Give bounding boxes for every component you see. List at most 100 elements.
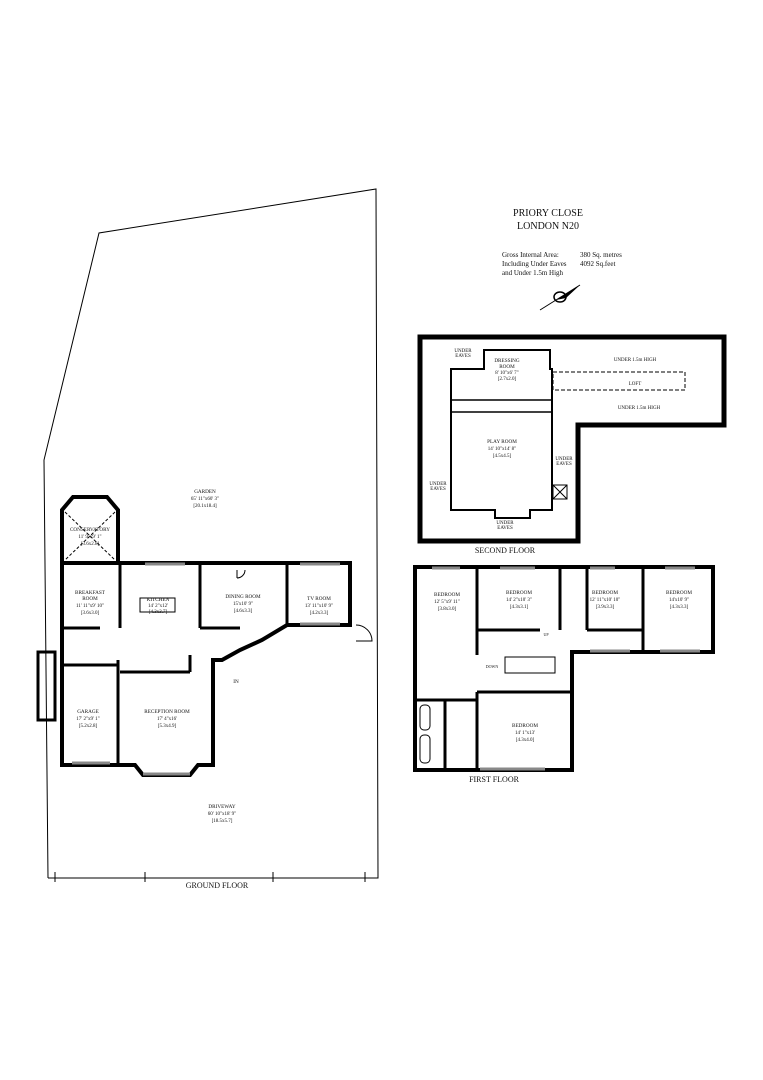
area-label-3: and Under 1.5m High — [502, 269, 564, 277]
property-location: LONDON N20 — [517, 221, 579, 232]
stairs-down-label: DOWN — [486, 664, 499, 669]
second-floor-inner-walls — [450, 349, 553, 519]
svg-text:BEDROOM: BEDROOM — [434, 592, 460, 598]
title-block: PRIORY CLOSE LONDON N20 Gross Internal A… — [502, 208, 622, 311]
first-floor-walls — [413, 565, 715, 772]
svg-text:DRESSING: DRESSING — [494, 358, 520, 364]
kitchen-island — [139, 597, 176, 613]
room-play: PLAY ROOM 14' 10"x14' 8" [4.5x4.5] — [487, 439, 517, 459]
svg-text:11' 9"x9' 1": 11' 9"x9' 1" — [78, 535, 101, 540]
svg-text:EAVES: EAVES — [556, 462, 572, 467]
svg-text:14' 1"x13': 14' 1"x13' — [515, 731, 535, 736]
room-garage: GARAGE 17' 2"x9' 1" [5.2x2.8] — [76, 709, 99, 729]
svg-text:14' 2"x10' 3": 14' 2"x10' 3" — [506, 598, 532, 603]
ground-floor-label: GROUND FLOOR — [186, 881, 249, 890]
svg-text:[4.3x3.3]: [4.3x3.3] — [670, 605, 689, 610]
svg-text:UNDER: UNDER — [496, 521, 514, 526]
svg-text:DRIVEWAY: DRIVEWAY — [208, 804, 235, 810]
svg-text:[5.2x2.8]: [5.2x2.8] — [79, 724, 98, 729]
under-eaves-label-3: UNDER EAVES — [555, 457, 573, 467]
svg-text:[4.6x3.3]: [4.6x3.3] — [234, 609, 253, 614]
internal-walls — [415, 567, 645, 770]
svg-text:UNDER: UNDER — [454, 349, 472, 354]
svg-text:GARAGE: GARAGE — [77, 709, 99, 715]
under-eaves-label-4: UNDER EAVES — [496, 521, 514, 531]
under-high-label-1: UNDER 1.5m HIGH — [614, 358, 657, 363]
conservatory-walls — [60, 495, 120, 563]
svg-text:[2.7x2.0]: [2.7x2.0] — [498, 377, 517, 382]
room-breakfast: BREAKFAST ROOM 11' 11"x9' 10" [3.6x3.0] — [75, 590, 106, 616]
svg-text:17' 2"x9' 1": 17' 2"x9' 1" — [76, 717, 99, 722]
svg-text:BREAKFAST: BREAKFAST — [75, 590, 106, 596]
svg-text:[4.5x4.5]: [4.5x4.5] — [493, 454, 512, 459]
internal-walls — [62, 563, 289, 765]
room-bedroom-1: BEDROOM 12' 5"x9' 11" [3.8x3.0] — [434, 592, 460, 612]
svg-text:PLAY ROOM: PLAY ROOM — [487, 439, 517, 445]
first-floor-label: FIRST FLOOR — [469, 775, 520, 784]
svg-text:BEDROOM: BEDROOM — [506, 590, 532, 596]
entrance-label: IN — [233, 679, 239, 685]
main-house-walls — [60, 561, 352, 777]
svg-text:[3.6x2.8]: [3.6x2.8] — [81, 542, 100, 547]
room-dining: DINING ROOM 15'x10' 9" [4.6x3.3] — [225, 594, 261, 614]
svg-text:14' 2"x12': 14' 2"x12' — [148, 604, 168, 609]
svg-text:[5.3x4.9]: [5.3x4.9] — [158, 724, 177, 729]
room-reception: RECEPTION ROOM 17' 4"x16' [5.3x4.9] — [144, 709, 190, 729]
under-eaves-label-1: UNDER EAVES — [454, 349, 472, 359]
svg-text:EAVES: EAVES — [497, 526, 513, 531]
svg-text:[3.9x3.3]: [3.9x3.3] — [596, 605, 615, 610]
svg-text:EAVES: EAVES — [430, 487, 446, 492]
svg-text:11' 11"x9' 10": 11' 11"x9' 10" — [76, 604, 104, 609]
room-tv: TV ROOM 13' 11"x10' 9" [4.2x3.3] — [305, 596, 333, 616]
svg-text:TV ROOM: TV ROOM — [307, 596, 331, 602]
svg-text:[4.2x3.3]: [4.2x3.3] — [310, 611, 329, 616]
svg-text:[3.6x3.0]: [3.6x3.0] — [81, 611, 100, 616]
second-floor-label: SECOND FLOOR — [475, 546, 536, 555]
room-conservatory: CONSERVATORY 11' 9"x9' 1" [3.6x2.8] — [70, 527, 110, 547]
bath-icon-2 — [419, 734, 431, 764]
svg-text:14' 10"x14' 8": 14' 10"x14' 8" — [488, 447, 516, 452]
svg-text:[4.3x4.0]: [4.3x4.0] — [516, 738, 535, 743]
bath-icon — [419, 704, 431, 731]
svg-text:ROOM: ROOM — [499, 364, 515, 370]
svg-text:60' 10"x18' 9": 60' 10"x18' 9" — [208, 812, 236, 817]
svg-text:8' 10"x6' 7": 8' 10"x6' 7" — [495, 371, 518, 376]
under-high-label-2: UNDER 1.5m HIGH — [618, 406, 661, 411]
staircase[interactable] — [504, 656, 556, 674]
room-garden: GARDEN 65' 11"x60' 3" [20.1x18.4] — [191, 489, 219, 509]
svg-text:CONSERVATORY: CONSERVATORY — [70, 527, 110, 533]
svg-text:[3.8x3.0]: [3.8x3.0] — [438, 607, 457, 612]
room-dressing: DRESSING ROOM 8' 10"x6' 7" [2.7x2.0] — [494, 358, 520, 382]
plot-boundary — [43, 188, 379, 879]
svg-text:12' 5"x9' 11": 12' 5"x9' 11" — [434, 600, 460, 605]
area-metric: 380 Sq. metres — [580, 251, 622, 259]
svg-text:EAVES: EAVES — [455, 354, 471, 359]
garden-store — [36, 650, 57, 722]
loft-label: LOFT — [629, 382, 642, 387]
svg-text:15'x10' 9": 15'x10' 9" — [233, 602, 253, 607]
ground-floor: IN GARDEN 65' 11"x60' 3" [20.1x18.4] CON… — [36, 188, 379, 890]
svg-text:RECEPTION ROOM: RECEPTION ROOM — [144, 709, 190, 715]
skylight-icon — [552, 484, 568, 500]
svg-text:ROOM: ROOM — [82, 596, 98, 602]
svg-text:BEDROOM: BEDROOM — [592, 590, 618, 596]
area-label-2: Including Under Eaves — [502, 260, 567, 268]
roof-lines — [64, 511, 116, 561]
svg-text:GARDEN: GARDEN — [194, 489, 216, 495]
stairs-up-label: UP — [543, 632, 549, 637]
loft-outline — [552, 371, 686, 391]
first-floor: DOWN UP BEDROOM 12' 5"x9' 11" [3.8x3.0] … — [413, 565, 715, 784]
svg-text:12' 11"x10' 10": 12' 11"x10' 10" — [590, 598, 621, 603]
svg-text:65' 11"x60' 3": 65' 11"x60' 3" — [191, 497, 219, 502]
svg-text:[18.5x5.7]: [18.5x5.7] — [212, 819, 233, 824]
svg-text:[20.1x18.4]: [20.1x18.4] — [193, 504, 217, 509]
svg-text:14'x10' 9": 14'x10' 9" — [669, 598, 689, 603]
svg-text:13' 11"x10' 9": 13' 11"x10' 9" — [305, 604, 333, 609]
svg-text:UNDER: UNDER — [429, 482, 447, 487]
room-bedroom-5: BEDROOM 14' 1"x13' [4.3x4.0] — [512, 723, 538, 743]
svg-text:[4.3x3.7]: [4.3x3.7] — [149, 610, 168, 615]
under-eaves-label-2: UNDER EAVES — [429, 482, 447, 492]
property-name: PRIORY CLOSE — [513, 208, 583, 219]
svg-text:17' 4"x16': 17' 4"x16' — [157, 717, 177, 722]
